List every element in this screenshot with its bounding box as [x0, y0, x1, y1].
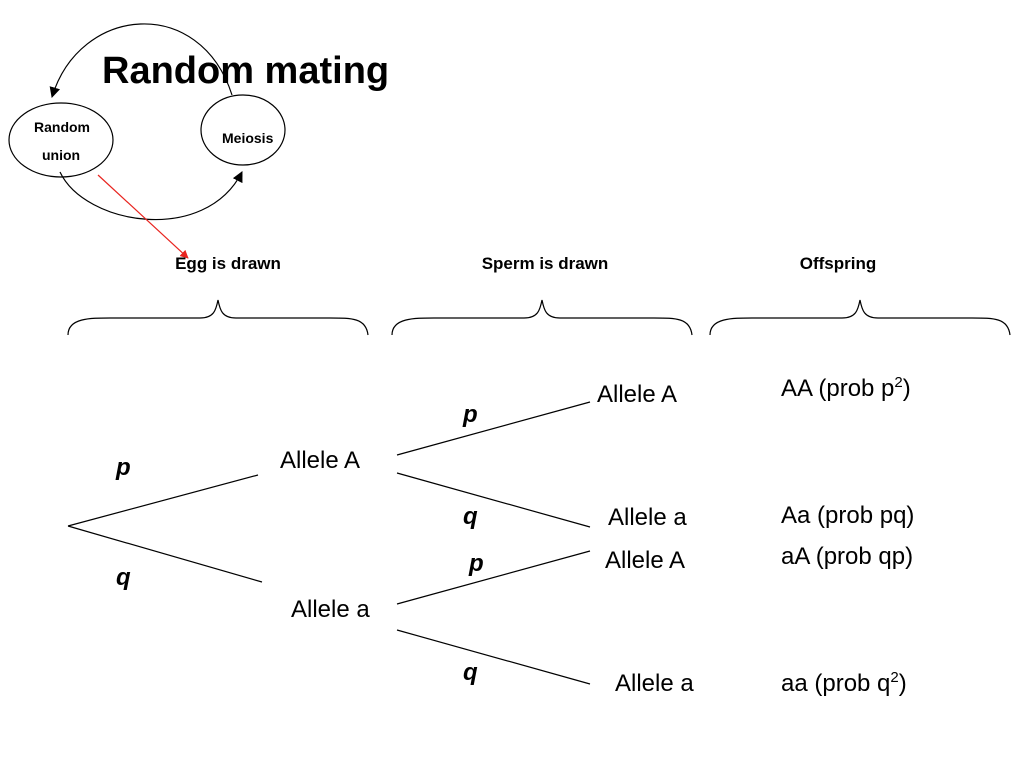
egg-branch-top: [67, 474, 259, 527]
egg-brace: [67, 299, 369, 336]
offspring-header: Offspring: [799, 254, 877, 273]
sperm-branch-A-A: [396, 401, 591, 456]
cycle-arrow-top: [49, 23, 233, 99]
egg-branch-bottom: [67, 525, 263, 583]
sperm-branch-a-a: [396, 629, 591, 685]
egg-prob-top: p: [116, 454, 131, 481]
red-pointer-arrow: [97, 174, 189, 259]
cycle-arrow-bottom: [59, 171, 243, 221]
sperm-branch-A-a: [396, 472, 591, 528]
offspring-Aa: Aa (prob pq): [781, 502, 915, 529]
sperm-allele-2: Allele a: [608, 504, 687, 531]
offspring-aa: aa (prob q2): [781, 669, 907, 697]
egg-header: Egg is drawn: [175, 254, 281, 273]
meiosis-ellipse: [200, 94, 286, 166]
sperm-prob-3: p: [469, 550, 484, 577]
sperm-branch-a-A: [396, 550, 591, 605]
random-union-label-line2: union: [42, 147, 81, 163]
offspring-brace: [709, 299, 1011, 336]
random-union-label-line1: Random: [34, 119, 90, 135]
sperm-allele-3: Allele A: [605, 547, 686, 574]
offspring-AA: AA (prob p2): [781, 374, 911, 402]
sperm-allele-1: Allele A: [597, 381, 678, 408]
sperm-prob-4: q: [463, 659, 478, 686]
sperm-brace: [391, 299, 693, 336]
sperm-prob-2: q: [463, 503, 478, 530]
egg-prob-bottom: q: [116, 564, 131, 591]
offspring-aA: aA (prob qp): [781, 543, 914, 570]
page-title: Random mating: [102, 50, 390, 92]
sperm-prob-1: p: [463, 401, 478, 428]
sperm-allele-4: Allele a: [615, 670, 694, 697]
egg-allele-bottom: Allele a: [291, 596, 370, 623]
random-union-ellipse: [8, 102, 114, 178]
egg-allele-top: Allele A: [280, 447, 361, 474]
sperm-header: Sperm is drawn: [481, 254, 609, 273]
meiosis-label: Meiosis: [222, 130, 274, 146]
